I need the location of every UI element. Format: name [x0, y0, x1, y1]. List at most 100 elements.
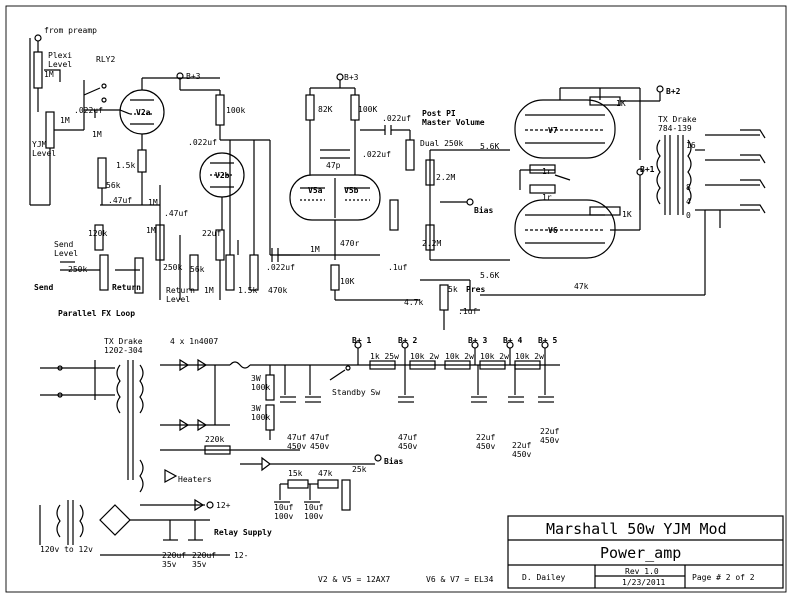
label-v7: V7 — [548, 126, 558, 135]
page-text: Page # 2 of 2 — [692, 573, 755, 582]
v7-output-tube — [514, 87, 641, 160]
label-bp3: B+ 3 — [468, 336, 487, 345]
label-r15k: 15k — [288, 469, 303, 478]
label-r1m-2: 1M — [148, 198, 158, 207]
label-c022-1: .022uf — [74, 106, 103, 115]
label-r4k7: 4.7k — [404, 298, 423, 307]
label-c1uf-2: .1uf — [458, 307, 477, 316]
label-bias-top: Bias — [474, 205, 493, 215]
label-tap-4: 4 — [686, 197, 691, 206]
label-r470r: 470r — [340, 239, 359, 248]
label-tubes-note-2: V6 & V7 = EL34 — [426, 575, 494, 584]
label-bias-bot: Bias — [384, 456, 403, 466]
label-r2m2-1: 2.2M — [436, 173, 455, 182]
label-relay-supply: Relay Supply — [214, 528, 272, 537]
label-c1uf-1: .1uf — [388, 263, 407, 272]
label-r56k-1: 56k — [106, 181, 121, 190]
label-r10k-2w-2: 10k 2w — [445, 352, 474, 361]
label-return: Return — [112, 283, 141, 292]
title-block — [507, 515, 784, 589]
label-send-pot: 250k — [68, 265, 87, 274]
master-volume-section — [360, 125, 706, 330]
power-supply — [39, 341, 560, 556]
label-standby: Standby Sw — [332, 388, 380, 397]
label-r10k-2w-3: 10k 2w — [480, 352, 509, 361]
label-b1: B+1 — [640, 165, 655, 174]
label-v12m: 12- — [234, 551, 248, 560]
label-c022-3: .022uf — [266, 263, 295, 272]
label-r5k6-1: 5.6K — [480, 142, 499, 151]
label-diodes: 4 x 1n4007 — [170, 337, 218, 346]
label-r82k: 82K — [318, 105, 333, 114]
label-c47-1: .47uf — [108, 196, 132, 205]
label-rly2: RLY2 — [96, 55, 115, 64]
input-section — [29, 34, 120, 206]
label-v6: V6 — [548, 226, 558, 235]
label-r1m-3: 1M — [146, 226, 156, 235]
label-v2a: V2a — [136, 108, 151, 117]
label-c47p: 47p — [326, 161, 341, 170]
label-r470k: 470k — [268, 286, 287, 295]
label-r25k: 25k — [352, 465, 367, 474]
label-parallel-fx: Parallel FX Loop — [58, 309, 135, 318]
label-r56k-2: 56k — [190, 265, 205, 274]
label-r47k: 47k — [574, 282, 589, 291]
title-text: Marshall 50w YJM Mod — [546, 520, 727, 538]
label-pres: Pres — [466, 285, 485, 294]
title-block-text: Marshall 50w YJM Mod Power_amp D. Dailey… — [522, 520, 755, 587]
rev-text: Rev 1.0 — [625, 567, 659, 576]
label-c022-2: .022uf — [188, 138, 217, 147]
v6-output-tube — [514, 190, 641, 259]
label-r1m-4: 1M — [204, 286, 214, 295]
label-r10k-1: 10K — [340, 277, 355, 286]
date-text: 1/23/2011 — [622, 578, 666, 587]
label-c022-5: .022uf — [362, 150, 391, 159]
label-r1k-25w: 1k 25w — [370, 352, 399, 361]
label-r2m2-2: 2.2M — [422, 239, 441, 248]
label-tubes-note-1: V2 & V5 = 12AX7 — [318, 575, 390, 584]
label-r1r-b: 1r — [542, 193, 552, 202]
label-dual-pot: Dual 250k — [420, 139, 464, 148]
label-r10k-2w-4: 10k 2w — [515, 352, 544, 361]
label-tap-0: 0 — [686, 211, 691, 220]
label-v120: 120v to 12v — [40, 545, 93, 554]
label-v2b: V2b — [215, 171, 230, 180]
label-tap-8: 8 — [686, 183, 691, 192]
label-r1r-a: 1r — [542, 167, 552, 176]
b3-node-left — [176, 72, 270, 141]
label-c22uf: 22uf — [202, 229, 221, 238]
subtitle-text: Power_amp — [600, 544, 681, 562]
label-r1k-a: 1K — [616, 99, 626, 108]
label-r10k-2w-1: 10k 2w — [410, 352, 439, 361]
label-return-pot: 250k — [163, 263, 182, 272]
label-v5b: V5b — [344, 186, 359, 195]
output-transformer — [656, 135, 705, 215]
label-r1k-b: 1K — [622, 210, 632, 219]
label-tap-16: 16 — [686, 141, 696, 150]
label-bp4: B+ 4 — [503, 336, 522, 345]
label-b3-mid: B+3 — [344, 73, 359, 82]
label-yjm-pot: 1M — [60, 116, 70, 125]
fx-loop-wiring — [60, 140, 310, 300]
label-r100k-1: 100k — [226, 106, 245, 115]
label-r1k5: 1.5k — [116, 161, 135, 170]
